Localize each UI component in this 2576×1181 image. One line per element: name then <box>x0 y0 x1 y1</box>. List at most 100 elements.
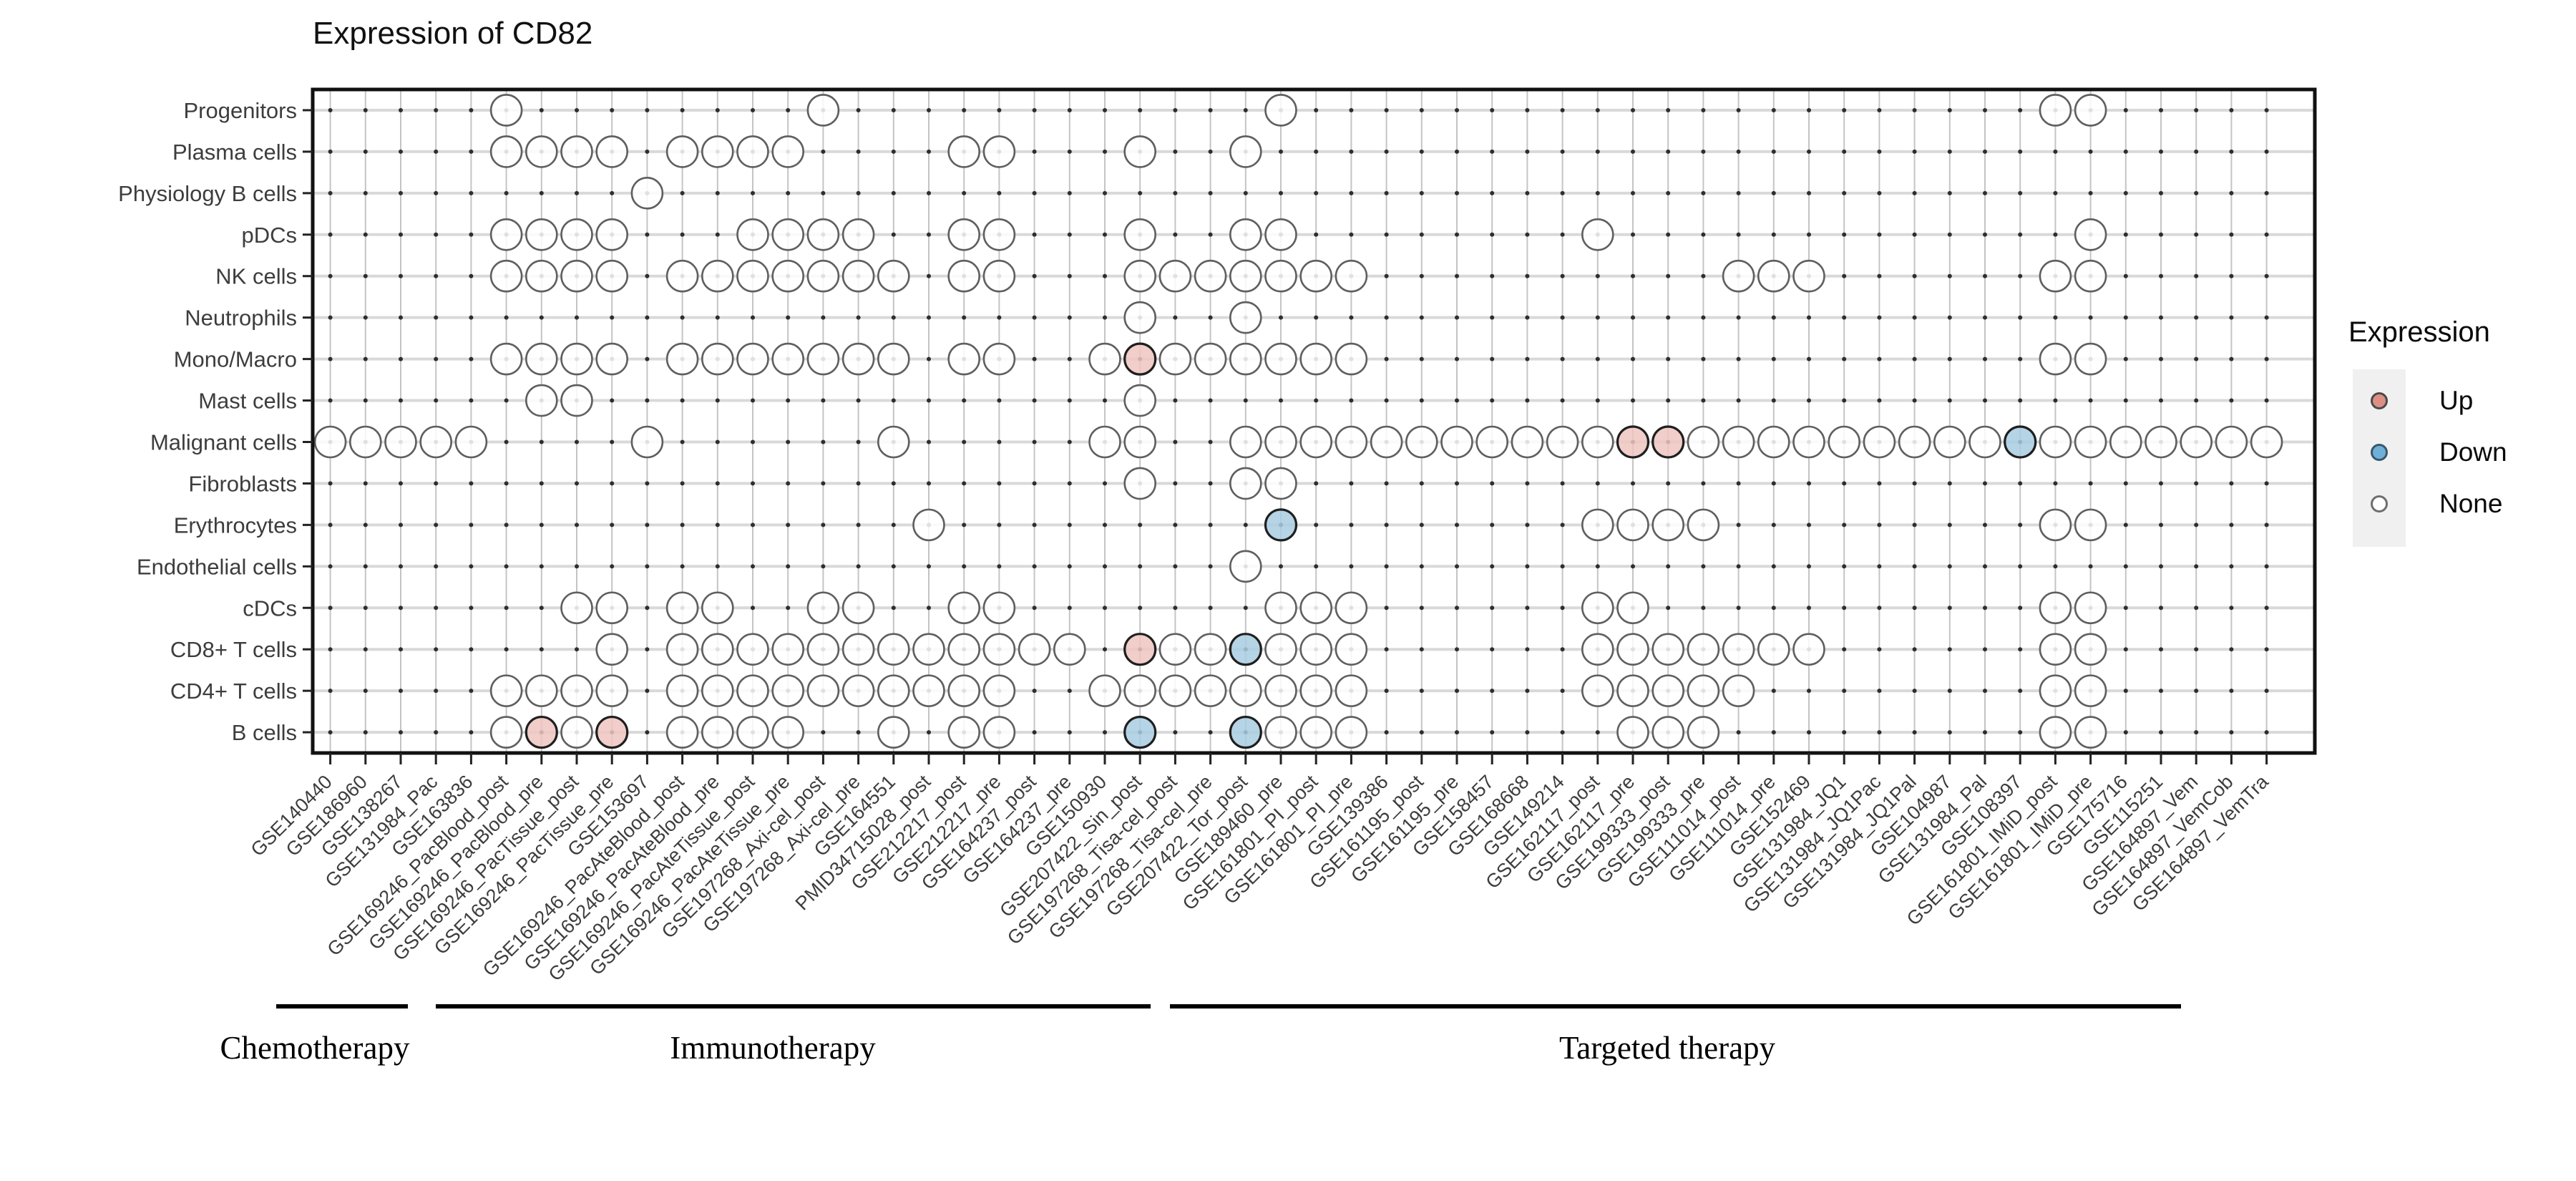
expression-dot-none <box>595 135 629 168</box>
grid-point <box>363 481 368 486</box>
grid-point <box>1067 398 1072 403</box>
grid-point <box>1631 107 1635 112</box>
none-dot-icon <box>2371 495 2388 512</box>
legend-item-label: None <box>2439 489 2503 518</box>
grid-point <box>363 689 368 694</box>
grid-point <box>1067 273 1072 278</box>
grid-point <box>680 107 685 112</box>
grid-point <box>1173 315 1178 320</box>
grid-point <box>1103 481 1107 486</box>
grid-point <box>891 606 896 611</box>
grid-point <box>504 564 509 569</box>
grid-point <box>927 439 931 444</box>
expression-dot-none <box>560 259 593 293</box>
expression-dot-none <box>1264 591 1297 625</box>
grid-point <box>469 356 474 361</box>
expression-dot-none <box>736 716 769 749</box>
grid-point <box>2123 232 2128 237</box>
grid-point <box>1208 315 1213 320</box>
grid-point <box>962 481 967 486</box>
grid-point <box>1631 232 1635 237</box>
expression-dot-none <box>489 674 523 707</box>
grid-point <box>610 398 615 403</box>
grid-point <box>962 315 967 320</box>
grid-point <box>1384 481 1389 486</box>
grid-point <box>1455 481 1459 486</box>
grid-point <box>1103 149 1107 154</box>
grid-point <box>1103 232 1107 237</box>
grid-point <box>1208 523 1213 528</box>
expression-dot-none <box>1123 384 1156 417</box>
grid-point <box>1877 606 1882 611</box>
grid-point <box>2194 523 2199 528</box>
grid-point <box>1067 689 1072 694</box>
grid-point <box>1807 356 1811 361</box>
expression-dot-none <box>1053 633 1086 666</box>
expression-dot-none <box>2039 342 2072 376</box>
grid-point <box>2018 232 2023 237</box>
grid-point <box>1877 273 1882 278</box>
grid-point <box>2123 647 2128 652</box>
grid-point <box>962 439 967 444</box>
grid-point <box>891 481 896 486</box>
expression-dot-none <box>1475 425 1508 459</box>
grid-point <box>927 190 931 195</box>
grid-point <box>1419 356 1424 361</box>
expression-dot-down <box>1229 633 1262 666</box>
grid-point <box>1807 689 1811 694</box>
expression-dot-none <box>1229 259 1262 293</box>
expression-dot-none <box>701 674 734 707</box>
grid-point <box>891 523 896 528</box>
grid-point <box>1490 564 1495 569</box>
grid-point <box>2053 481 2058 486</box>
legend-item-up: Up <box>2353 378 2576 424</box>
expression-dot-none <box>2074 259 2107 293</box>
expression-dot-none <box>1335 342 1368 376</box>
grid-point <box>1103 398 1107 403</box>
expression-dot-none <box>771 135 804 168</box>
grid-point <box>1947 606 1952 611</box>
grid-point <box>1807 606 1811 611</box>
grid-point <box>1032 273 1037 278</box>
expression-dot-up <box>1123 633 1157 666</box>
grid-point <box>2088 149 2093 154</box>
grid-point <box>2123 315 2128 320</box>
grid-point <box>2123 523 2128 528</box>
grid-point <box>2018 564 2023 569</box>
expression-dot-none <box>1863 425 1896 459</box>
grid-point <box>997 439 1002 444</box>
grid-point <box>645 564 650 569</box>
grid-point <box>610 315 615 320</box>
grid-point <box>328 523 333 528</box>
grid-point <box>1208 107 1213 112</box>
grid-point <box>1912 647 1917 652</box>
expression-dot-none <box>2074 94 2107 127</box>
grid-point <box>1736 481 1741 486</box>
group-line-immunotherapy <box>436 1004 1151 1009</box>
grid-point <box>1067 606 1072 611</box>
grid-point <box>1771 190 1776 195</box>
grid-point <box>1490 647 1495 652</box>
grid-point <box>645 606 650 611</box>
grid-point <box>1349 232 1354 237</box>
grid-point <box>927 356 931 361</box>
grid-point <box>1807 564 1811 569</box>
grid-point <box>1349 107 1354 112</box>
grid-point <box>786 606 791 611</box>
grid-point <box>2264 730 2269 735</box>
grid-point <box>1525 606 1530 611</box>
expression-dot-up <box>1652 425 1685 459</box>
grid-point <box>434 523 439 528</box>
grid-point <box>1455 149 1459 154</box>
grid-point <box>328 356 333 361</box>
grid-point <box>434 564 439 569</box>
expression-dot-none <box>1158 633 1192 666</box>
expression-dot-none <box>771 218 804 251</box>
expression-dot-none <box>2039 94 2072 127</box>
grid-point <box>1419 606 1424 611</box>
grid-point <box>434 689 439 694</box>
grid-point <box>2194 149 2199 154</box>
grid-point <box>2264 398 2269 403</box>
grid-point <box>399 356 403 361</box>
